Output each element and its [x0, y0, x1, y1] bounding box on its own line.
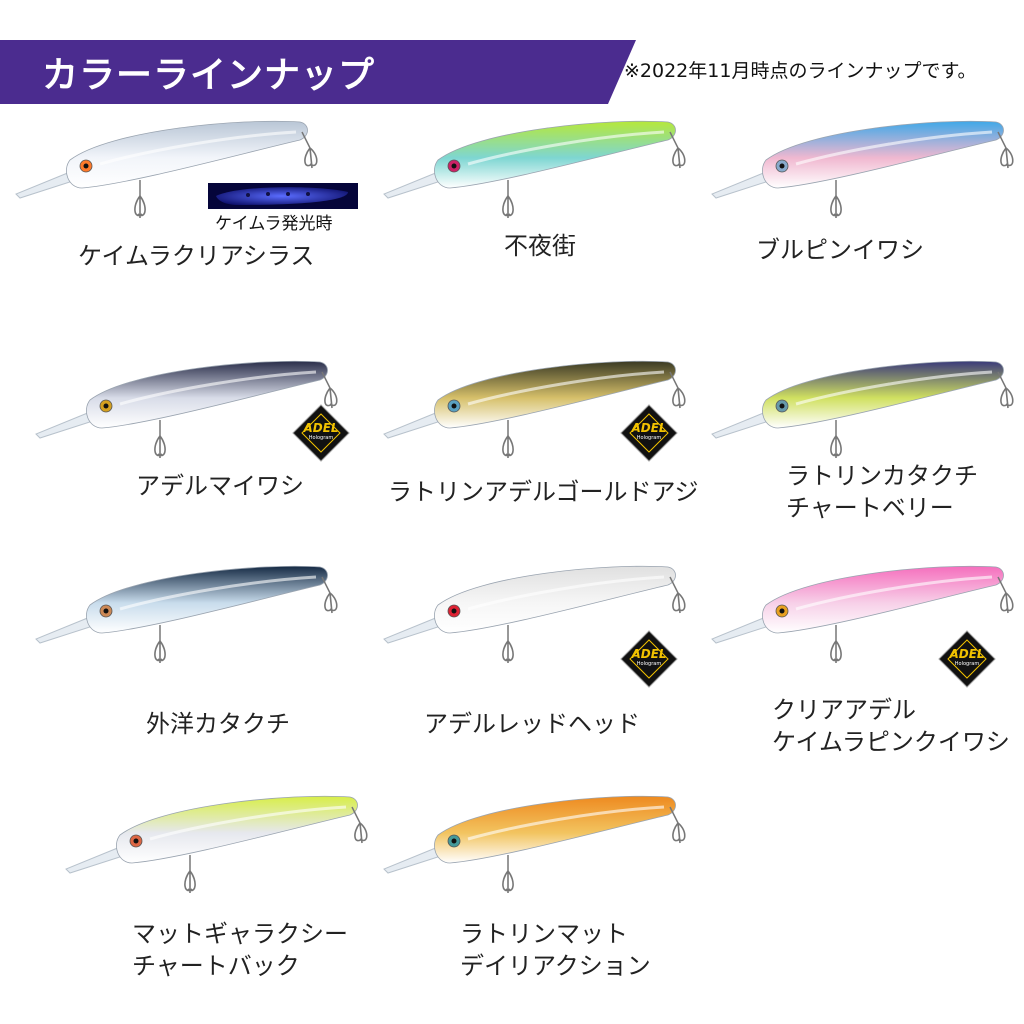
banner-shape: [0, 40, 636, 104]
section-banner: カラーラインナップ: [0, 40, 636, 104]
lure-image: [30, 350, 350, 470]
adel-logo-text: ADEL: [303, 421, 339, 435]
uv-glow-sample: [208, 183, 358, 209]
lure-image: [378, 110, 698, 230]
adel-logo-text: ADEL: [631, 647, 667, 661]
color-name: アデルマイワシ: [136, 470, 304, 502]
adel-subtext: Hologram: [636, 435, 662, 441]
color-name: ラトリンマットデイリアクション: [460, 918, 651, 982]
color-name-line: ラトリンマット: [460, 920, 628, 948]
adel-logo-text: ADEL: [631, 421, 667, 435]
color-name: ラトリンカタクチチャートベリー: [786, 460, 978, 524]
color-name-line: ラトリンアデルゴールドアジ: [388, 478, 699, 506]
lineup-date-note: ※2022年11月時点のラインナップです。: [624, 60, 977, 82]
uv-glow-caption: ケイムラ発光時: [215, 214, 333, 234]
color-name-line: アデルレッドヘッド: [424, 710, 640, 738]
color-name: ブルピンイワシ: [756, 234, 924, 266]
lure-image: [378, 350, 698, 470]
color-name-line: 外洋カタクチ: [146, 710, 290, 738]
color-name-line: ブルピンイワシ: [756, 236, 924, 264]
color-name-line: ケイムラクリアシラス: [78, 242, 315, 270]
color-name: マットギャラクシーチャートバック: [132, 918, 348, 982]
color-name-line: アデルマイワシ: [136, 472, 304, 500]
color-name: 外洋カタクチ: [146, 708, 290, 740]
lure-image: [378, 785, 698, 905]
lure-image: [706, 350, 1024, 470]
adel-subtext: Hologram: [954, 661, 980, 667]
color-name-line: チャートベリー: [786, 494, 954, 522]
color-name: 不夜街: [504, 230, 576, 262]
color-name: クリアアデルケイムラピンクイワシ: [772, 694, 1010, 758]
lure-image: [10, 110, 330, 230]
adel-subtext: Hologram: [308, 435, 334, 441]
color-name-line: チャートバック: [132, 952, 300, 980]
color-name-line: デイリアクション: [460, 952, 651, 980]
lure-image: [378, 555, 698, 675]
color-name: ラトリンアデルゴールドアジ: [388, 476, 699, 508]
color-name-line: クリアアデル: [772, 696, 916, 724]
color-name: アデルレッドヘッド: [424, 708, 640, 740]
lure-image: [30, 555, 350, 675]
section-title: カラーラインナップ: [42, 55, 376, 96]
lure-image: [60, 785, 380, 905]
adel-logo-text: ADEL: [949, 647, 985, 661]
color-name-line: ケイムラピンクイワシ: [772, 728, 1010, 756]
color-name-line: マットギャラクシー: [132, 920, 348, 948]
color-name: ケイムラクリアシラス: [78, 240, 314, 272]
color-name-line: 不夜街: [504, 232, 576, 260]
lure-image: [706, 110, 1024, 230]
adel-subtext: Hologram: [636, 661, 662, 667]
lure-image: [706, 555, 1024, 675]
color-name-line: ラトリンカタクチ: [786, 462, 978, 490]
